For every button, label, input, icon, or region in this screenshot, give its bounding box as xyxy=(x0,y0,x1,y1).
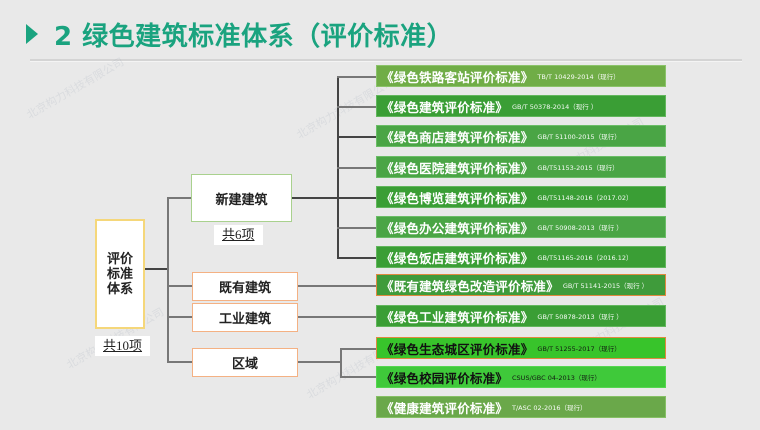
standard-name: 《绿色建筑评价标准》 xyxy=(381,99,509,115)
connector-line xyxy=(337,76,377,78)
category-label: 工业建筑 xyxy=(218,312,271,327)
standard-code: TB/T 10429-2014（现行） xyxy=(537,73,620,81)
standard-item: 《绿色工业建筑评价标准》 GB/T 50878-2013（现行 ） xyxy=(376,305,666,327)
standard-name: 《绿色医院建筑评价标准》 xyxy=(381,160,534,176)
connector-line xyxy=(291,197,377,199)
standard-name: 《绿色铁路客站评价标准》 xyxy=(381,69,534,85)
connector-line xyxy=(167,316,192,318)
connector-line xyxy=(337,257,377,259)
connector-line xyxy=(297,361,341,363)
standard-code: GB/T51165-2016（2016.12） xyxy=(537,254,633,262)
connector-line xyxy=(167,285,192,287)
connector-line xyxy=(340,376,377,378)
connector-line xyxy=(337,227,377,229)
category-industrial-building: 工业建筑 xyxy=(192,303,298,332)
root-label: 评价标准体系 xyxy=(106,251,133,297)
root-node: 评价标准体系 xyxy=(95,219,145,329)
category-new-building: 新建建筑 xyxy=(191,174,292,222)
standard-item: 《绿色校园评价标准》 CSUS/GBC 04-2013（现行） xyxy=(376,366,666,388)
standard-item: 《绿色生态城区评价标准》 GB/T 51255-2017（现行） xyxy=(376,337,666,359)
category-label: 新建建筑 xyxy=(215,192,268,208)
standard-item: 《绿色铁路客站评价标准》 TB/T 10429-2014（现行） xyxy=(376,65,666,87)
connector-line xyxy=(167,197,169,362)
connector-line xyxy=(167,361,192,363)
standard-code: T/ASC 02-2016（现行） xyxy=(512,404,587,412)
standard-code: GB/T51153-2015（现行） xyxy=(537,164,619,172)
category-label: 区域 xyxy=(231,357,258,372)
title-divider xyxy=(30,59,742,62)
category-existing-building: 既有建筑 xyxy=(192,272,298,301)
connector-line xyxy=(340,348,342,376)
standard-item: 《绿色办公建筑评价标准》 GB/T 50908-2013（现行 ） xyxy=(376,216,666,238)
standard-name: 《绿色博览建筑评价标准》 xyxy=(381,190,534,206)
standard-name: 《绿色饭店建筑评价标准》 xyxy=(381,250,534,266)
root-count-note: 共10项 xyxy=(95,336,151,356)
standard-code: GB/T51148-2016（2017.02） xyxy=(537,194,633,202)
standard-code: CSUS/GBC 04-2013（现行） xyxy=(512,374,601,382)
standard-name: 《绿色校园评价标准》 xyxy=(381,370,509,386)
category-count-note: 共6项 xyxy=(214,225,263,245)
play-triangle-icon xyxy=(26,24,38,44)
standard-item: 《绿色博览建筑评价标准》 GB/T51148-2016（2017.02） xyxy=(376,186,666,208)
standard-item: 《既有建筑绿色改造评价标准》 GB/T 51141-2015（现行 ） xyxy=(376,274,666,296)
connector-line xyxy=(340,348,377,350)
standard-name: 《既有建筑绿色改造评价标准》 xyxy=(381,278,559,294)
page-title: 2 绿色建筑标准体系（评价标准） xyxy=(54,21,454,52)
standard-name: 《绿色商店建筑评价标准》 xyxy=(381,129,534,145)
standard-name: 《健康建筑评价标准》 xyxy=(381,400,509,416)
connector-line xyxy=(337,76,339,257)
standard-code: GB/T 51255-2017（现行） xyxy=(537,345,621,353)
category-district: 区域 xyxy=(192,348,298,377)
connector-line xyxy=(337,106,377,108)
standard-item: 《健康建筑评价标准》 T/ASC 02-2016（现行） xyxy=(376,396,666,418)
standard-code: GB/T 51141-2015（现行 ） xyxy=(562,282,649,290)
standard-code: GB/T 51100-2015（现行） xyxy=(537,133,621,141)
connector-line xyxy=(167,197,192,199)
category-label: 既有建筑 xyxy=(218,281,271,296)
standard-item: 《绿色医院建筑评价标准》 GB/T51153-2015（现行） xyxy=(376,156,666,178)
standard-code: GB/T 50378-2014（现行 ） xyxy=(512,103,598,111)
connector-line xyxy=(337,167,377,169)
standard-name: 《绿色工业建筑评价标准》 xyxy=(381,309,534,325)
page-header: 2 绿色建筑标准体系（评价标准） xyxy=(26,14,453,54)
connector-line xyxy=(297,285,377,287)
standard-item: 《绿色建筑评价标准》 GB/T 50378-2014（现行 ） xyxy=(376,95,666,117)
standard-name: 《绿色办公建筑评价标准》 xyxy=(381,220,534,236)
connector-line xyxy=(142,268,168,270)
standard-code: GB/T 50878-2013（现行 ） xyxy=(537,313,623,321)
standard-code: GB/T 50908-2013（现行 ） xyxy=(537,224,623,232)
watermark: 北京构力科技有限公司 xyxy=(24,55,127,122)
standard-name: 《绿色生态城区评价标准》 xyxy=(381,341,534,357)
standard-item: 《绿色商店建筑评价标准》 GB/T 51100-2015（现行） xyxy=(376,125,666,147)
standard-item: 《绿色饭店建筑评价标准》 GB/T51165-2016（2016.12） xyxy=(376,246,666,268)
connector-line xyxy=(297,316,377,318)
connector-line xyxy=(337,136,377,138)
